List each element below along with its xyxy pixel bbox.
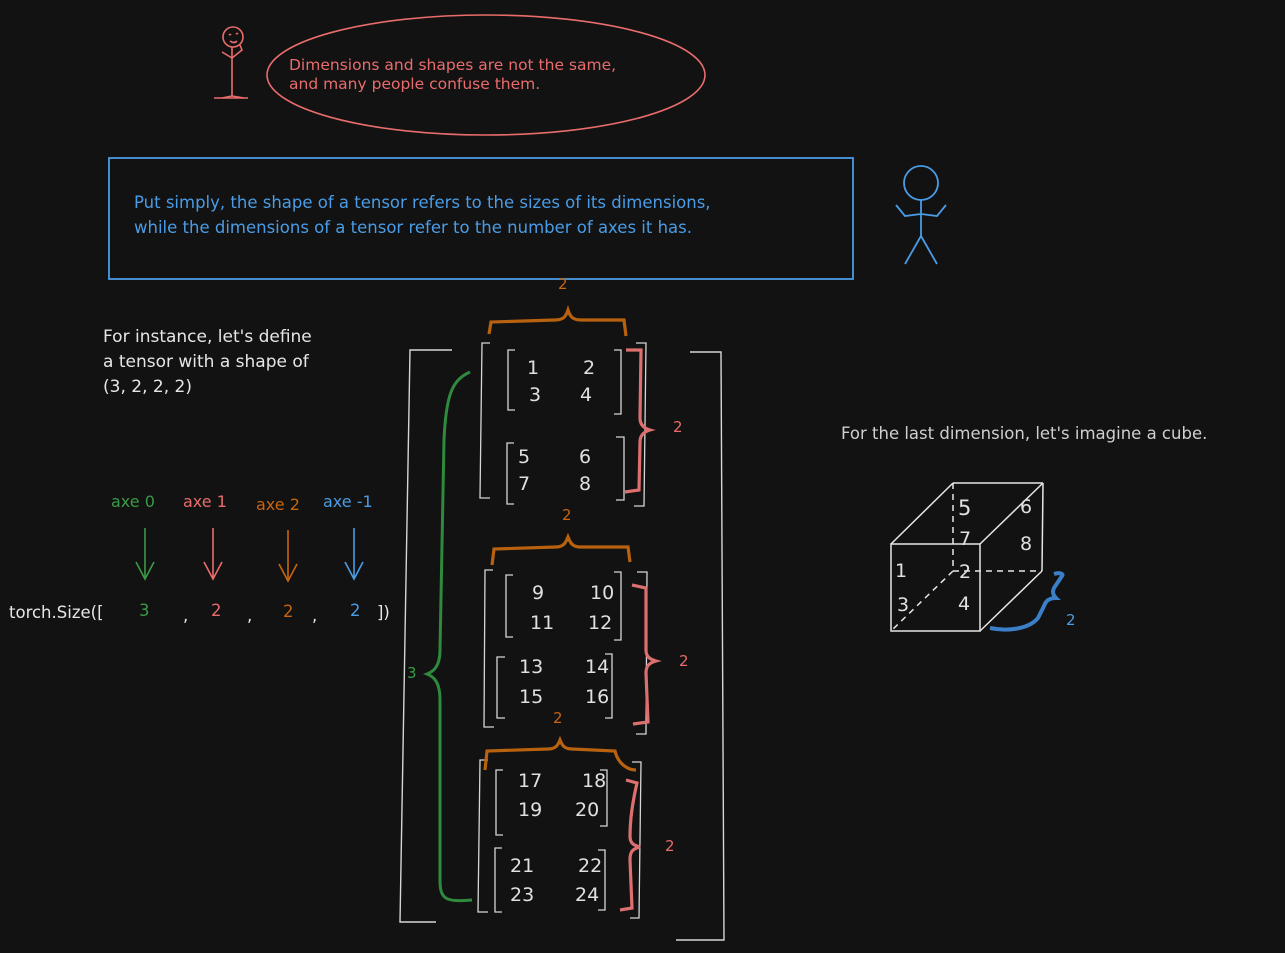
tensor-value: 3 xyxy=(529,384,542,406)
tensor-value: 8 xyxy=(579,473,592,495)
tensor-value: 20 xyxy=(575,799,600,821)
tensor-value: 13 xyxy=(519,656,544,678)
cube-value: 3 xyxy=(897,594,910,616)
instance-line-2: a tensor with a shape of xyxy=(103,352,309,372)
cube-value: 7 xyxy=(959,528,972,550)
torch-size-prefix: torch.Size([ xyxy=(9,603,104,622)
cube-caption: For the last dimension, let's imagine a … xyxy=(841,424,1208,443)
cube-value: 1 xyxy=(895,560,908,582)
axe0-label: axe 0 xyxy=(111,492,155,511)
definition-box xyxy=(108,157,854,280)
side-brace-label: 2 xyxy=(665,837,675,855)
tensor-value: 5 xyxy=(518,446,531,468)
top-brace-label: 2 xyxy=(553,709,563,727)
instance-line-3: (3, 2, 2, 2) xyxy=(103,377,192,397)
torch-size-comma-1: , xyxy=(183,606,189,625)
axe1-label: axe 1 xyxy=(183,492,227,511)
axe2-braces xyxy=(483,304,637,772)
thinking-person-icon xyxy=(214,26,248,99)
axe0-arrow-icon xyxy=(135,528,155,581)
tensor-value: 6 xyxy=(579,446,592,468)
cube-value: 6 xyxy=(1020,496,1033,518)
cube-value: 4 xyxy=(958,593,971,615)
tensor-value: 21 xyxy=(510,855,535,877)
speech-bubble xyxy=(266,14,706,136)
tensor-value: 12 xyxy=(588,612,613,634)
torch-size-d0: 3 xyxy=(139,601,150,620)
torch-size-d2: 2 xyxy=(283,602,294,621)
tensor-value: 9 xyxy=(532,582,545,604)
tensor-value: 23 xyxy=(510,884,535,906)
axe2-label: axe 2 xyxy=(256,495,300,514)
tensor-value: 15 xyxy=(519,686,544,708)
axis-arrows xyxy=(135,528,364,583)
block-brackets xyxy=(477,342,648,919)
top-brace-label: 2 xyxy=(558,275,568,293)
shrugging-person-icon xyxy=(895,165,947,265)
outer-bracket xyxy=(399,349,725,941)
tensor-value: 4 xyxy=(580,384,593,406)
tensor-value: 7 xyxy=(518,473,531,495)
torch-size-comma-2: , xyxy=(247,606,253,625)
axe1-braces xyxy=(619,348,662,912)
torch-size-comma-3: , xyxy=(312,606,318,625)
torch-size-d3: 2 xyxy=(350,601,361,620)
side-brace-label: 2 xyxy=(673,418,683,436)
definition-line-1: Put simply, the shape of a tensor refers… xyxy=(134,193,711,212)
cube-value: 8 xyxy=(1020,533,1033,555)
definition-line-2: while the dimensions of a tensor refer t… xyxy=(134,218,693,237)
tensor-value: 18 xyxy=(582,770,607,792)
tensor-value: 24 xyxy=(575,884,600,906)
outer-brace-label: 3 xyxy=(407,664,417,682)
axe0-brace xyxy=(422,370,473,903)
speech-text: Dimensions and shapes are not the same, … xyxy=(289,56,617,94)
tensor-value: 11 xyxy=(530,612,555,634)
axe1-arrow-icon xyxy=(203,528,223,581)
tensor-value: 22 xyxy=(578,855,603,877)
cube-icon xyxy=(890,482,1044,632)
cube-value: 2 xyxy=(959,561,972,583)
instance-line-1: For instance, let's define xyxy=(103,327,312,347)
tensor-value: 16 xyxy=(585,686,610,708)
side-brace-label: 2 xyxy=(679,652,689,670)
axem1-label: axe -1 xyxy=(323,492,373,511)
tensor-value: 17 xyxy=(518,770,543,792)
axe2-arrow-icon xyxy=(278,530,298,583)
tensor-value: 1 xyxy=(527,357,540,379)
cube-brace xyxy=(989,571,1065,632)
tensor-value: 14 xyxy=(585,656,610,678)
cube-brace-label: 2 xyxy=(1066,611,1076,629)
torch-size-d1: 2 xyxy=(211,601,222,620)
tensor-value: 10 xyxy=(590,582,615,604)
torch-size-suffix: ]) xyxy=(377,603,390,622)
tensor-value: 19 xyxy=(518,799,543,821)
axem1-arrow-icon xyxy=(344,528,364,581)
tensor-value: 2 xyxy=(583,357,596,379)
cube-value: 5 xyxy=(958,496,972,520)
top-brace-label: 2 xyxy=(562,506,572,524)
